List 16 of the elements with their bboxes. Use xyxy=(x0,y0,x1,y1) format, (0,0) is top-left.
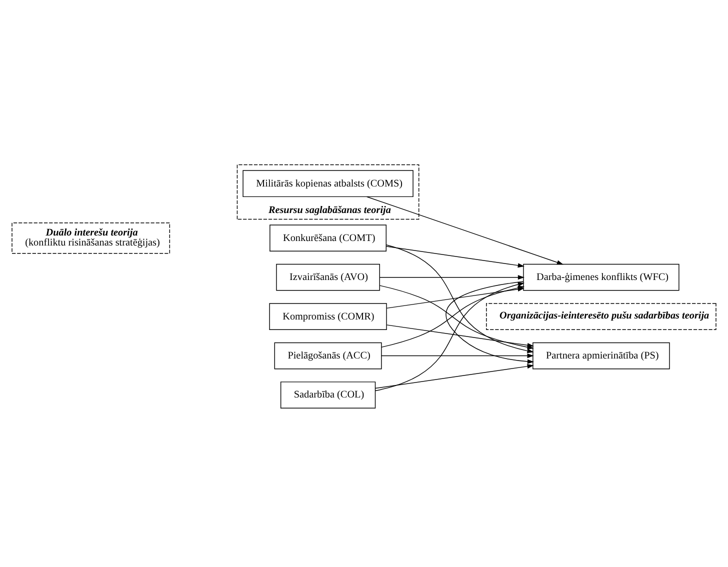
node-box: Pielāgošanās (ACC) xyxy=(274,342,382,370)
arrow xyxy=(366,196,564,265)
arrow xyxy=(386,246,524,268)
node-box: Darba-ģimenes konflikts (WFC) xyxy=(523,264,680,291)
node-box: Sadarbība (COL) xyxy=(280,382,376,408)
node-box: Duālo interešu teorija (konfliktu risināšanas stratēģijas) xyxy=(12,222,170,254)
node-box: Organizācijas-ieinteresēto pušu sadarbības teorija xyxy=(486,303,716,330)
arrow xyxy=(381,354,534,358)
arrow xyxy=(386,324,534,348)
node-box: Konkurēšana (COMT) xyxy=(270,224,387,252)
node-box: Militārās kopienas atbalsts (COMS) xyxy=(242,170,414,198)
arrow xyxy=(375,364,534,389)
node-box: Kompromiss (COMR) xyxy=(269,303,387,330)
node-box: Partnera apmierinātība (PS) xyxy=(532,342,670,370)
arrow xyxy=(380,275,524,280)
node-box: Izvairīšanās (AVO) xyxy=(276,264,380,291)
